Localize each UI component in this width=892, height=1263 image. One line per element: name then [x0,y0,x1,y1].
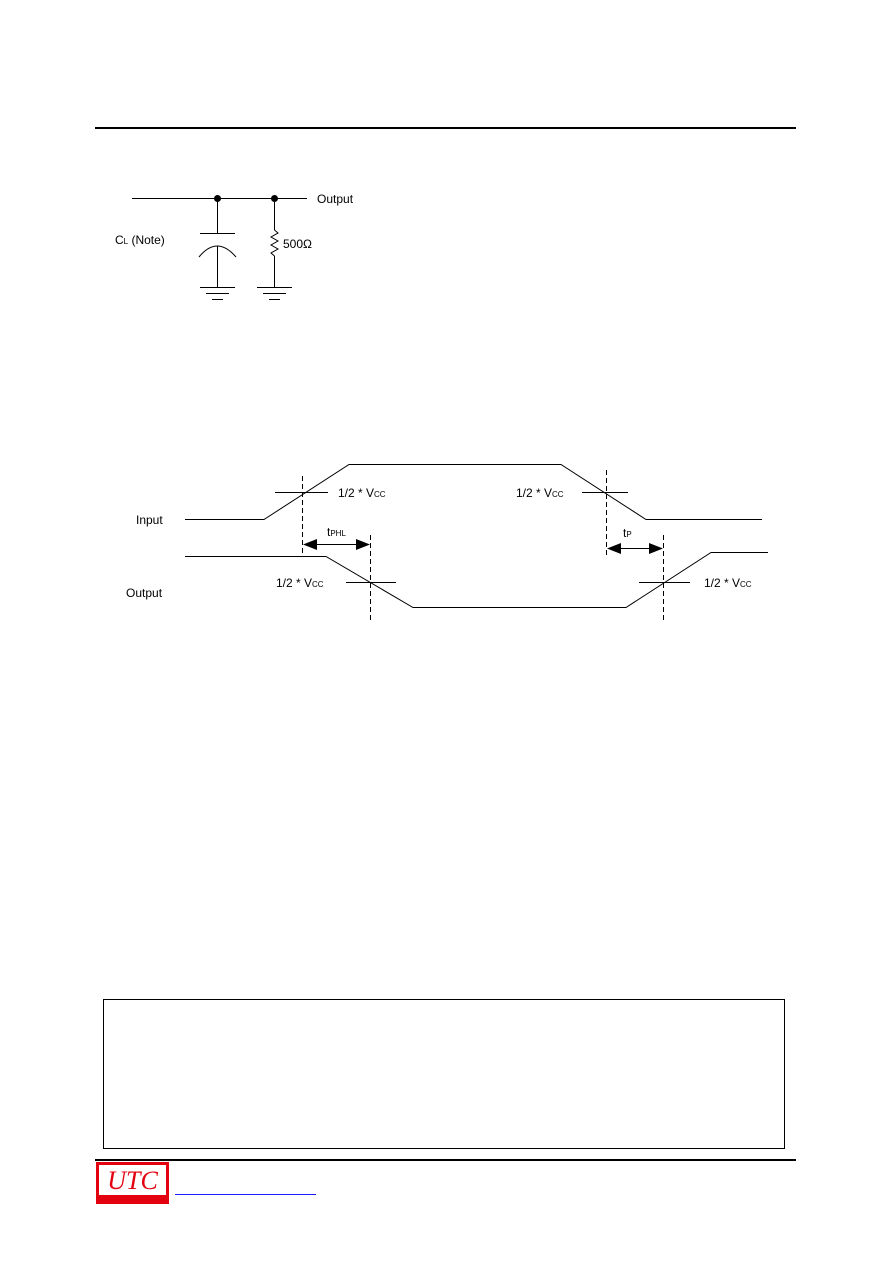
utc-logo-text: UTC [107,1166,158,1195]
tplh-arrowhead-right [649,543,663,554]
junction-dot-2 [271,195,278,202]
resistor-label: 500Ω [283,237,312,251]
timing-waveforms [185,464,768,608]
footer-link-underline[interactable] [175,1194,316,1195]
timing-markers [275,470,690,622]
tplh-label: tP [623,526,632,540]
cap-label: CL (Note) [115,233,165,247]
resistor-zigzag [269,229,280,257]
half-vcc-label-input-fall: 1/2 * VCC [516,486,564,500]
output-waveform [185,552,768,608]
timing-input-label: Input [136,513,163,527]
tplh-arrowhead-left [607,543,621,554]
half-vcc-label-output-rise: 1/2 * VCC [704,576,752,590]
load-circuit [132,198,307,300]
tphl-arrowhead-right [356,539,370,550]
junction-dot-1 [214,195,221,202]
half-vcc-label-input-rise: 1/2 * VCC [338,486,386,500]
utc-logo-inner: UTC [99,1165,166,1195]
input-waveform [185,464,762,520]
circuit-output-label: Output [317,192,354,206]
tphl-label: tPHL [327,525,346,539]
half-vcc-label-output-fall: 1/2 * VCC [276,576,324,590]
timing-output-label: Output [126,586,163,600]
header-rule [95,127,796,129]
utc-logo: UTC [96,1162,169,1204]
tphl-arrowhead-left [303,539,317,550]
footer-rule [95,1159,796,1161]
note-box [103,999,785,1149]
arrowheads [303,539,663,554]
